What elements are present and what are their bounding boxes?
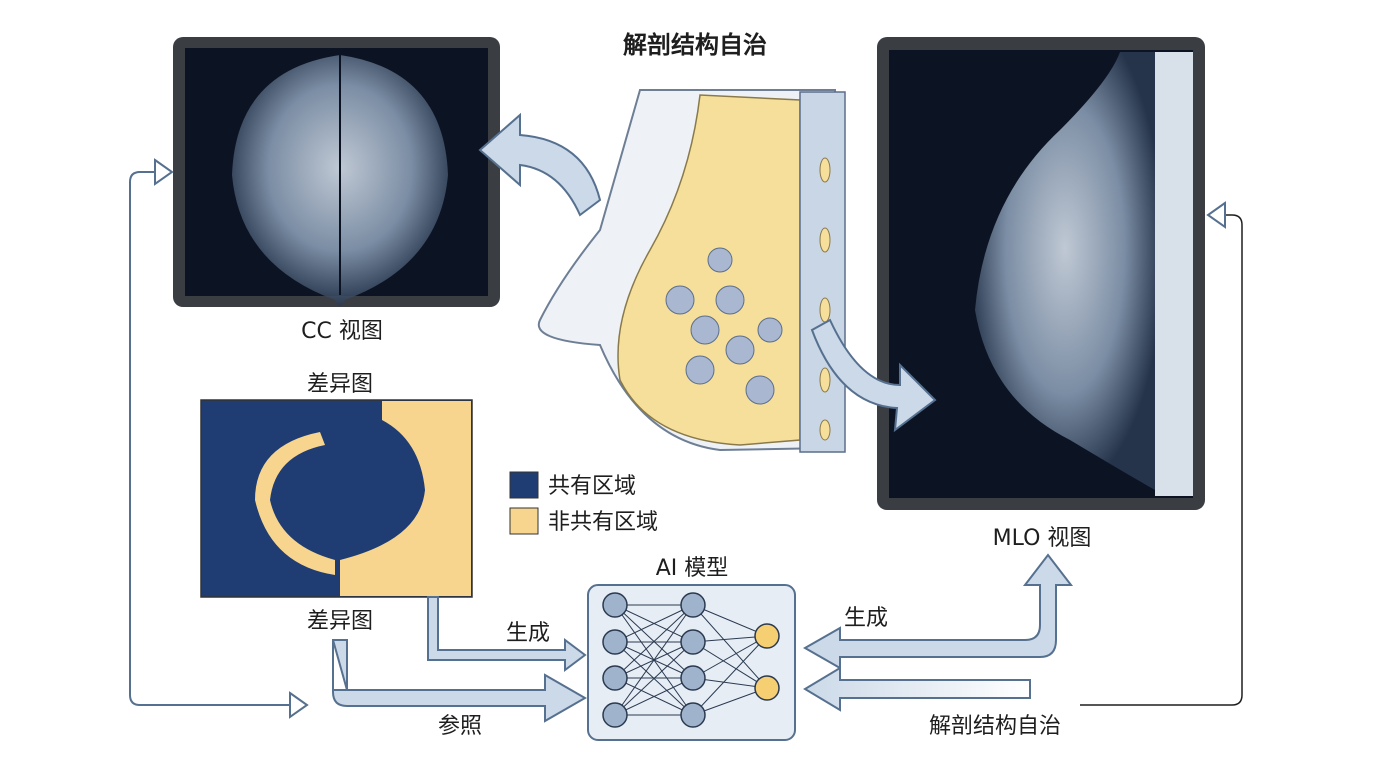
nn-connection: [614, 604, 694, 643]
nn-connection: [692, 604, 768, 689]
arrow-to-mlo-view: [810, 318, 937, 433]
arrow-to-cc-view: [478, 112, 602, 217]
ai-model-box: [587, 584, 796, 741]
nn-connection: [692, 635, 768, 679]
nn-connection: [692, 687, 768, 716]
nn-node: [602, 592, 628, 618]
generate-label-right: 生成: [844, 606, 888, 631]
neural-network: [602, 592, 780, 728]
generate-label-left: 生成: [506, 621, 550, 646]
nn-connection: [614, 677, 694, 716]
mlo-view-monitor: [877, 37, 1205, 510]
nn-node: [602, 629, 628, 655]
diagram-title: 解剖结构自治: [623, 31, 767, 59]
difference-map: [200, 399, 473, 598]
legend: 共有区域 非共有区域: [509, 471, 658, 535]
nn-connection: [692, 635, 768, 716]
nn-node: [680, 592, 706, 618]
nn-connection: [614, 604, 694, 679]
legend-swatch-shared: [509, 471, 539, 499]
difference-map-caption: 差异图: [307, 609, 373, 634]
loop-arrow-right: [1080, 214, 1243, 706]
legend-swatch-non-shared: [509, 507, 539, 535]
nn-connection: [614, 641, 694, 716]
nn-node: [680, 665, 706, 691]
nn-node: [680, 702, 706, 728]
ai-model-label: AI 模型: [656, 556, 729, 581]
nn-output-node: [754, 623, 780, 649]
arrow-consistency-to-model: [803, 666, 1031, 712]
nn-node: [602, 665, 628, 691]
arrow-diffmap-to-model: [427, 596, 587, 672]
loop-arrow-left: [129, 171, 300, 706]
legend-label-shared: 共有区域: [548, 474, 636, 499]
arrow-generate-mlo: [802, 553, 1074, 670]
cc-view-label: CC 视图: [301, 319, 383, 344]
mlo-view-label: MLO 视图: [993, 526, 1092, 551]
cc-view-monitor: [173, 37, 500, 307]
nn-connection: [692, 641, 768, 689]
anatomical-consistency-label: 解剖结构自治: [929, 714, 1061, 739]
nn-node: [680, 629, 706, 655]
difference-map-title: 差异图: [307, 372, 373, 397]
nn-node: [602, 702, 628, 728]
legend-label-non-shared: 非共有区域: [548, 510, 658, 535]
nn-output-node: [754, 675, 780, 701]
arrow-reference-to-model: [332, 639, 588, 723]
mlo-breast-image: [975, 52, 1155, 490]
breast-anatomy-illustration: [537, 89, 846, 453]
nn-connection: [692, 604, 768, 637]
nn-connection: [614, 604, 694, 716]
reference-label: 参照: [438, 714, 482, 739]
